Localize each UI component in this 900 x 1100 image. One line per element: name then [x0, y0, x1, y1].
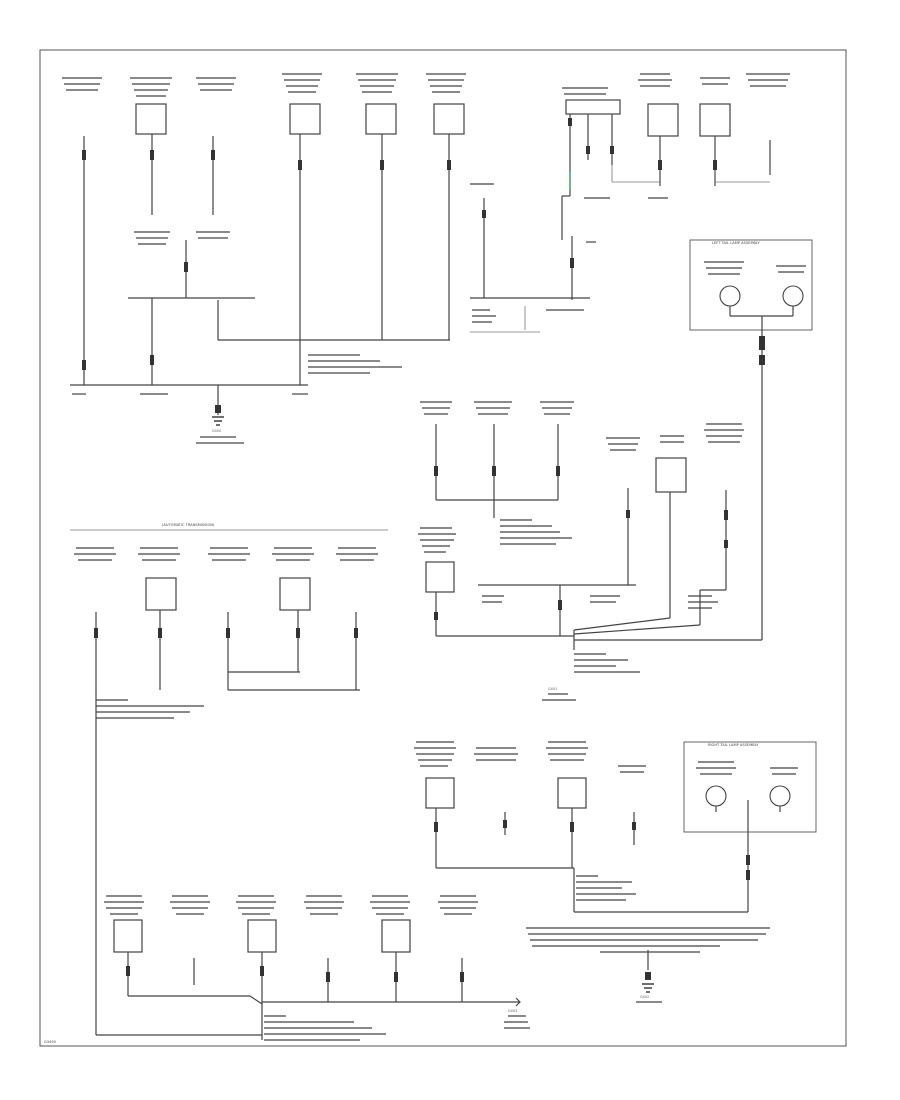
page-label: G3490 — [44, 1040, 57, 1044]
ground-label: G400 — [212, 429, 221, 433]
component-box — [433, 103, 465, 135]
ground-label: G401 — [548, 687, 557, 691]
component-box — [365, 103, 397, 135]
middle-right-components: G401 — [418, 401, 762, 701]
component-box — [425, 561, 455, 593]
ground-label: G403 — [508, 1009, 517, 1013]
top-left-components: G400 — [62, 73, 466, 444]
lamp-bulb — [782, 285, 804, 307]
lamp-bulb — [769, 785, 791, 807]
lower-right-components: G402 — [414, 741, 770, 1003]
component-box — [135, 103, 167, 135]
right-tail-lamp-assembly: RIGHT TAIL LAMP ASSEMBLY — [683, 741, 817, 833]
lamp-bulb — [705, 785, 727, 807]
left-tail-lamp-assembly: LEFT TAIL LAMP ASSEMBLY — [689, 239, 813, 640]
component-box — [289, 103, 321, 135]
component-box — [247, 919, 277, 953]
component-box — [381, 919, 411, 953]
component-box — [425, 777, 455, 809]
top-right-components — [470, 73, 790, 333]
component-box — [647, 103, 679, 137]
component-box — [699, 103, 731, 137]
ground-symbol — [642, 972, 654, 993]
bottom-row-components: G403 — [96, 895, 530, 1041]
component-box — [557, 777, 587, 809]
component-box — [565, 99, 621, 115]
lamp-bulb — [719, 285, 741, 307]
component-box — [113, 919, 143, 953]
section-label: RIGHT TAIL LAMP ASSEMBLY — [708, 743, 759, 747]
ground-label: G402 — [640, 995, 649, 999]
component-box — [655, 457, 687, 493]
ground-symbol — [212, 405, 224, 426]
component-box — [145, 577, 177, 611]
component-box — [279, 577, 311, 611]
page-border — [39, 49, 847, 1047]
automatic-transmission-group: (AUTOMATIC TRANSMISSION) — [70, 523, 388, 1035]
section-label: (AUTOMATIC TRANSMISSION) — [162, 523, 215, 527]
section-label: LEFT TAIL LAMP ASSEMBLY — [712, 241, 761, 245]
